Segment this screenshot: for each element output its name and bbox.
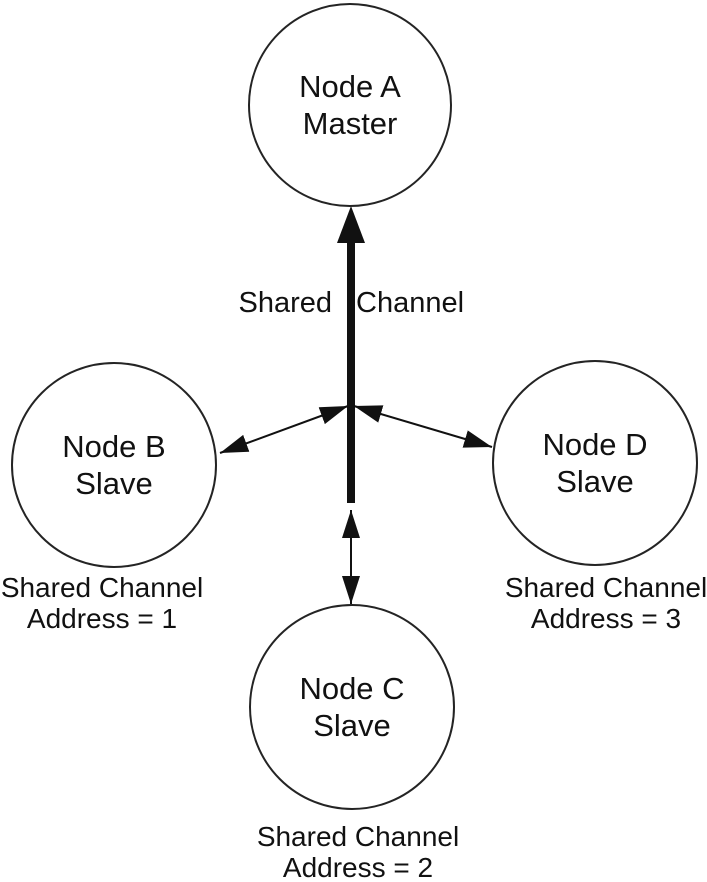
- node-b-role: Slave: [75, 466, 153, 501]
- node-d-circle: Node D Slave: [492, 360, 698, 566]
- shared-channel-label-right: Channel: [356, 287, 465, 319]
- link-arrow-node-b: [219, 405, 349, 454]
- node-a-name: Node A: [299, 69, 401, 104]
- node-c-role: Slave: [313, 708, 391, 743]
- node-b-caption-line1: Shared Channel: [0, 572, 204, 603]
- node-d-name: Node D: [542, 427, 648, 462]
- shared-channel-label-left: Shared: [238, 287, 332, 319]
- node-c-caption: Shared Channel Address = 2: [208, 821, 508, 882]
- node-b-caption-line2: Address = 1: [26, 603, 178, 634]
- node-c-caption-line1: Shared Channel: [256, 821, 460, 852]
- node-a-circle: Node A Master: [248, 3, 452, 207]
- shared-channel-arrow: [337, 206, 365, 503]
- node-c-name: Node C: [299, 671, 405, 706]
- node-d-caption-line2: Address = 3: [530, 603, 682, 634]
- node-c-caption-line2: Address = 2: [282, 852, 434, 882]
- node-a-role: Master: [302, 106, 398, 141]
- node-b-circle: Node B Slave: [11, 362, 217, 568]
- node-d-role: Slave: [556, 464, 634, 499]
- node-d-caption: Shared Channel Address = 3: [456, 572, 707, 634]
- node-c-circle: Node C Slave: [249, 604, 455, 810]
- link-arrow-node-d: [353, 405, 493, 448]
- node-b-caption: Shared Channel Address = 1: [0, 572, 252, 634]
- node-b-name: Node B: [62, 429, 166, 464]
- node-d-caption-line1: Shared Channel: [504, 572, 707, 603]
